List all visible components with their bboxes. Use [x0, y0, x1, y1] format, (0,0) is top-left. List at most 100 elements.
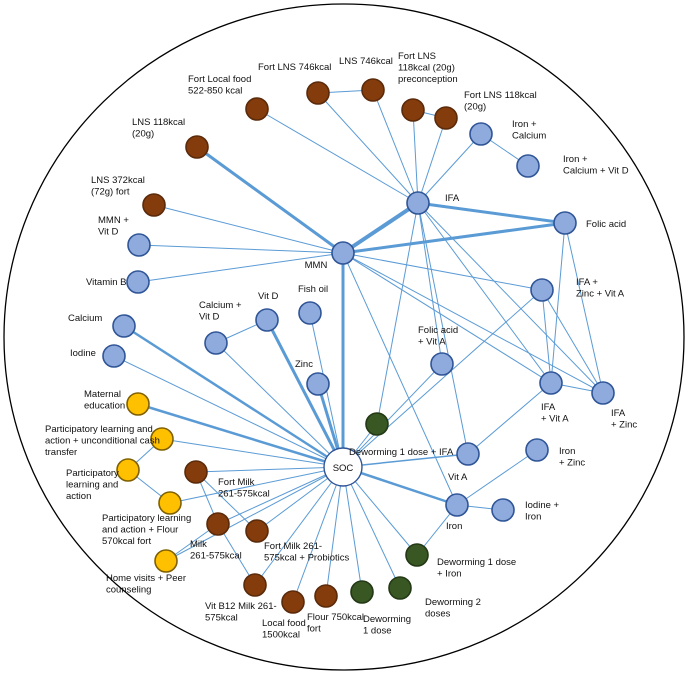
label-vita: Vit A	[448, 472, 468, 483]
node-mmn	[331, 241, 355, 265]
edge-ifa_zinc_vita-soc	[342, 289, 543, 468]
label-deworm_ifa: Deworming 1 dose + IFA	[349, 447, 454, 458]
edge-fort_milk-soc	[195, 466, 344, 473]
label-calcium: Calcium	[68, 313, 102, 324]
edge-iron_zinc-iron	[456, 449, 538, 506]
edge-calcium_vitd-soc	[215, 342, 344, 468]
node-vitb	[126, 270, 150, 294]
node-iodine	[102, 344, 126, 368]
node-fort_lns118_pre	[401, 98, 425, 122]
label-mmn: MMN	[305, 260, 328, 271]
edge-milk-soc	[217, 466, 344, 525]
node-lns118	[185, 135, 209, 159]
node-soc	[323, 447, 363, 487]
label-fort_lns118: Fort LNS 118kcal(20g)	[464, 90, 537, 113]
label-iodine_iron: Iodine +Iron	[525, 500, 560, 523]
edge-vitb12_milk-milk	[217, 523, 256, 586]
nodes-layer	[102, 78, 615, 614]
node-deworm_iron	[405, 543, 429, 567]
edge-folic_vita-soc	[342, 363, 443, 468]
node-fishoil	[298, 301, 322, 325]
node-fort_milk_pro	[245, 519, 269, 543]
node-folic	[553, 211, 577, 235]
edge-folic-ifa_zinc	[564, 222, 604, 394]
edge-home_visits-soc	[165, 466, 344, 562]
label-iron_zinc: Iron+ Zinc	[559, 446, 585, 469]
node-local1500	[281, 590, 305, 614]
node-ifa	[406, 191, 430, 215]
edge-iron-soc	[342, 465, 458, 507]
node-pla_cash	[150, 427, 174, 451]
edge-local1500-soc	[292, 466, 344, 603]
edge-lns372-mmn	[153, 204, 344, 254]
label-iron: Iron	[446, 521, 462, 532]
node-vita	[456, 442, 480, 466]
node-flour750	[314, 584, 338, 608]
node-iron	[445, 493, 469, 517]
edge-calcium-soc	[123, 324, 344, 469]
edge-vitb12_milk-soc	[254, 466, 344, 586]
label-fort_lns746: Fort LNS 746kcal	[258, 62, 331, 73]
edge-vitb-mmn	[137, 252, 344, 283]
node-mat_edu	[126, 392, 150, 416]
label-iodine: Iodine	[70, 348, 96, 359]
label-mmn_vitd: MMN +Vit D	[98, 215, 129, 238]
edge-ifa-ifa_zinc	[417, 202, 604, 394]
edge-mat_edu-soc	[137, 402, 344, 469]
label-lns746: LNS 746kcal	[339, 56, 393, 67]
node-fort_lns746	[306, 81, 330, 105]
edge-ifa_zinc_vita-ifa_vita	[541, 289, 552, 384]
edge-mmn_vitd-mmn	[138, 244, 344, 254]
edge-mmn-iron	[342, 252, 458, 506]
node-home_visits	[154, 549, 178, 573]
label-folic_vita: Folic acid+ Vit A	[418, 325, 458, 348]
edge-fort_local-ifa	[256, 108, 419, 204]
label-fort_milk_pro: Fort Milk 261-575kcal + Probiotics	[264, 541, 350, 564]
label-zinc: Zinc	[295, 359, 313, 370]
label-iron_calcium: Iron +Calcium	[512, 119, 546, 142]
edge-fort_lns746-ifa	[317, 92, 419, 204]
edge-fort_lns118_pre-ifa	[412, 109, 419, 204]
label-ifa_vita: IFA+ Vit A	[541, 402, 569, 425]
node-deworm_ifa	[365, 412, 389, 436]
edge-ifa-folic_vita	[417, 202, 443, 365]
label-folic: Folic acid	[586, 219, 626, 230]
edge-vita-soc	[342, 453, 469, 468]
label-iron_calcium_vitd: Iron +Calcium + Vit D	[563, 154, 629, 177]
node-iodine_iron	[491, 498, 515, 522]
edge-ifa-deworm_ifa	[376, 202, 419, 425]
edge-folic-mmn	[342, 221, 566, 255]
edge-mmn-ifa_zinc_vita	[342, 252, 543, 291]
node-mmn_vitd	[127, 233, 151, 257]
node-deworm1	[350, 580, 374, 604]
node-iron_zinc	[525, 438, 549, 462]
label-deworm_iron: Deworming 1 dose+ Iron	[437, 557, 516, 580]
node-milk	[206, 512, 230, 536]
edge-iron_calcium-ifa	[417, 133, 482, 204]
label-ifa: IFA	[445, 193, 460, 204]
label-lns372: LNS 372kcal(72g) fort	[91, 175, 145, 198]
node-ifa_vita	[539, 371, 563, 395]
label-vitd: Vit D	[258, 291, 279, 302]
node-ifa_zinc_vita	[530, 278, 554, 302]
node-vitd	[255, 308, 279, 332]
edge-mmn-ifa_zinc	[342, 252, 604, 394]
edge-fort_milk-fort_milk_pro	[195, 471, 258, 532]
node-ifa_zinc	[591, 381, 615, 405]
node-zinc	[306, 372, 330, 396]
label-soc: SOC	[333, 463, 354, 474]
edge-mmn-ifa_vita	[342, 252, 552, 384]
edge-ifa-folic	[417, 201, 566, 225]
node-iron_calcium_vitd	[516, 154, 540, 178]
node-calcium	[112, 314, 136, 338]
